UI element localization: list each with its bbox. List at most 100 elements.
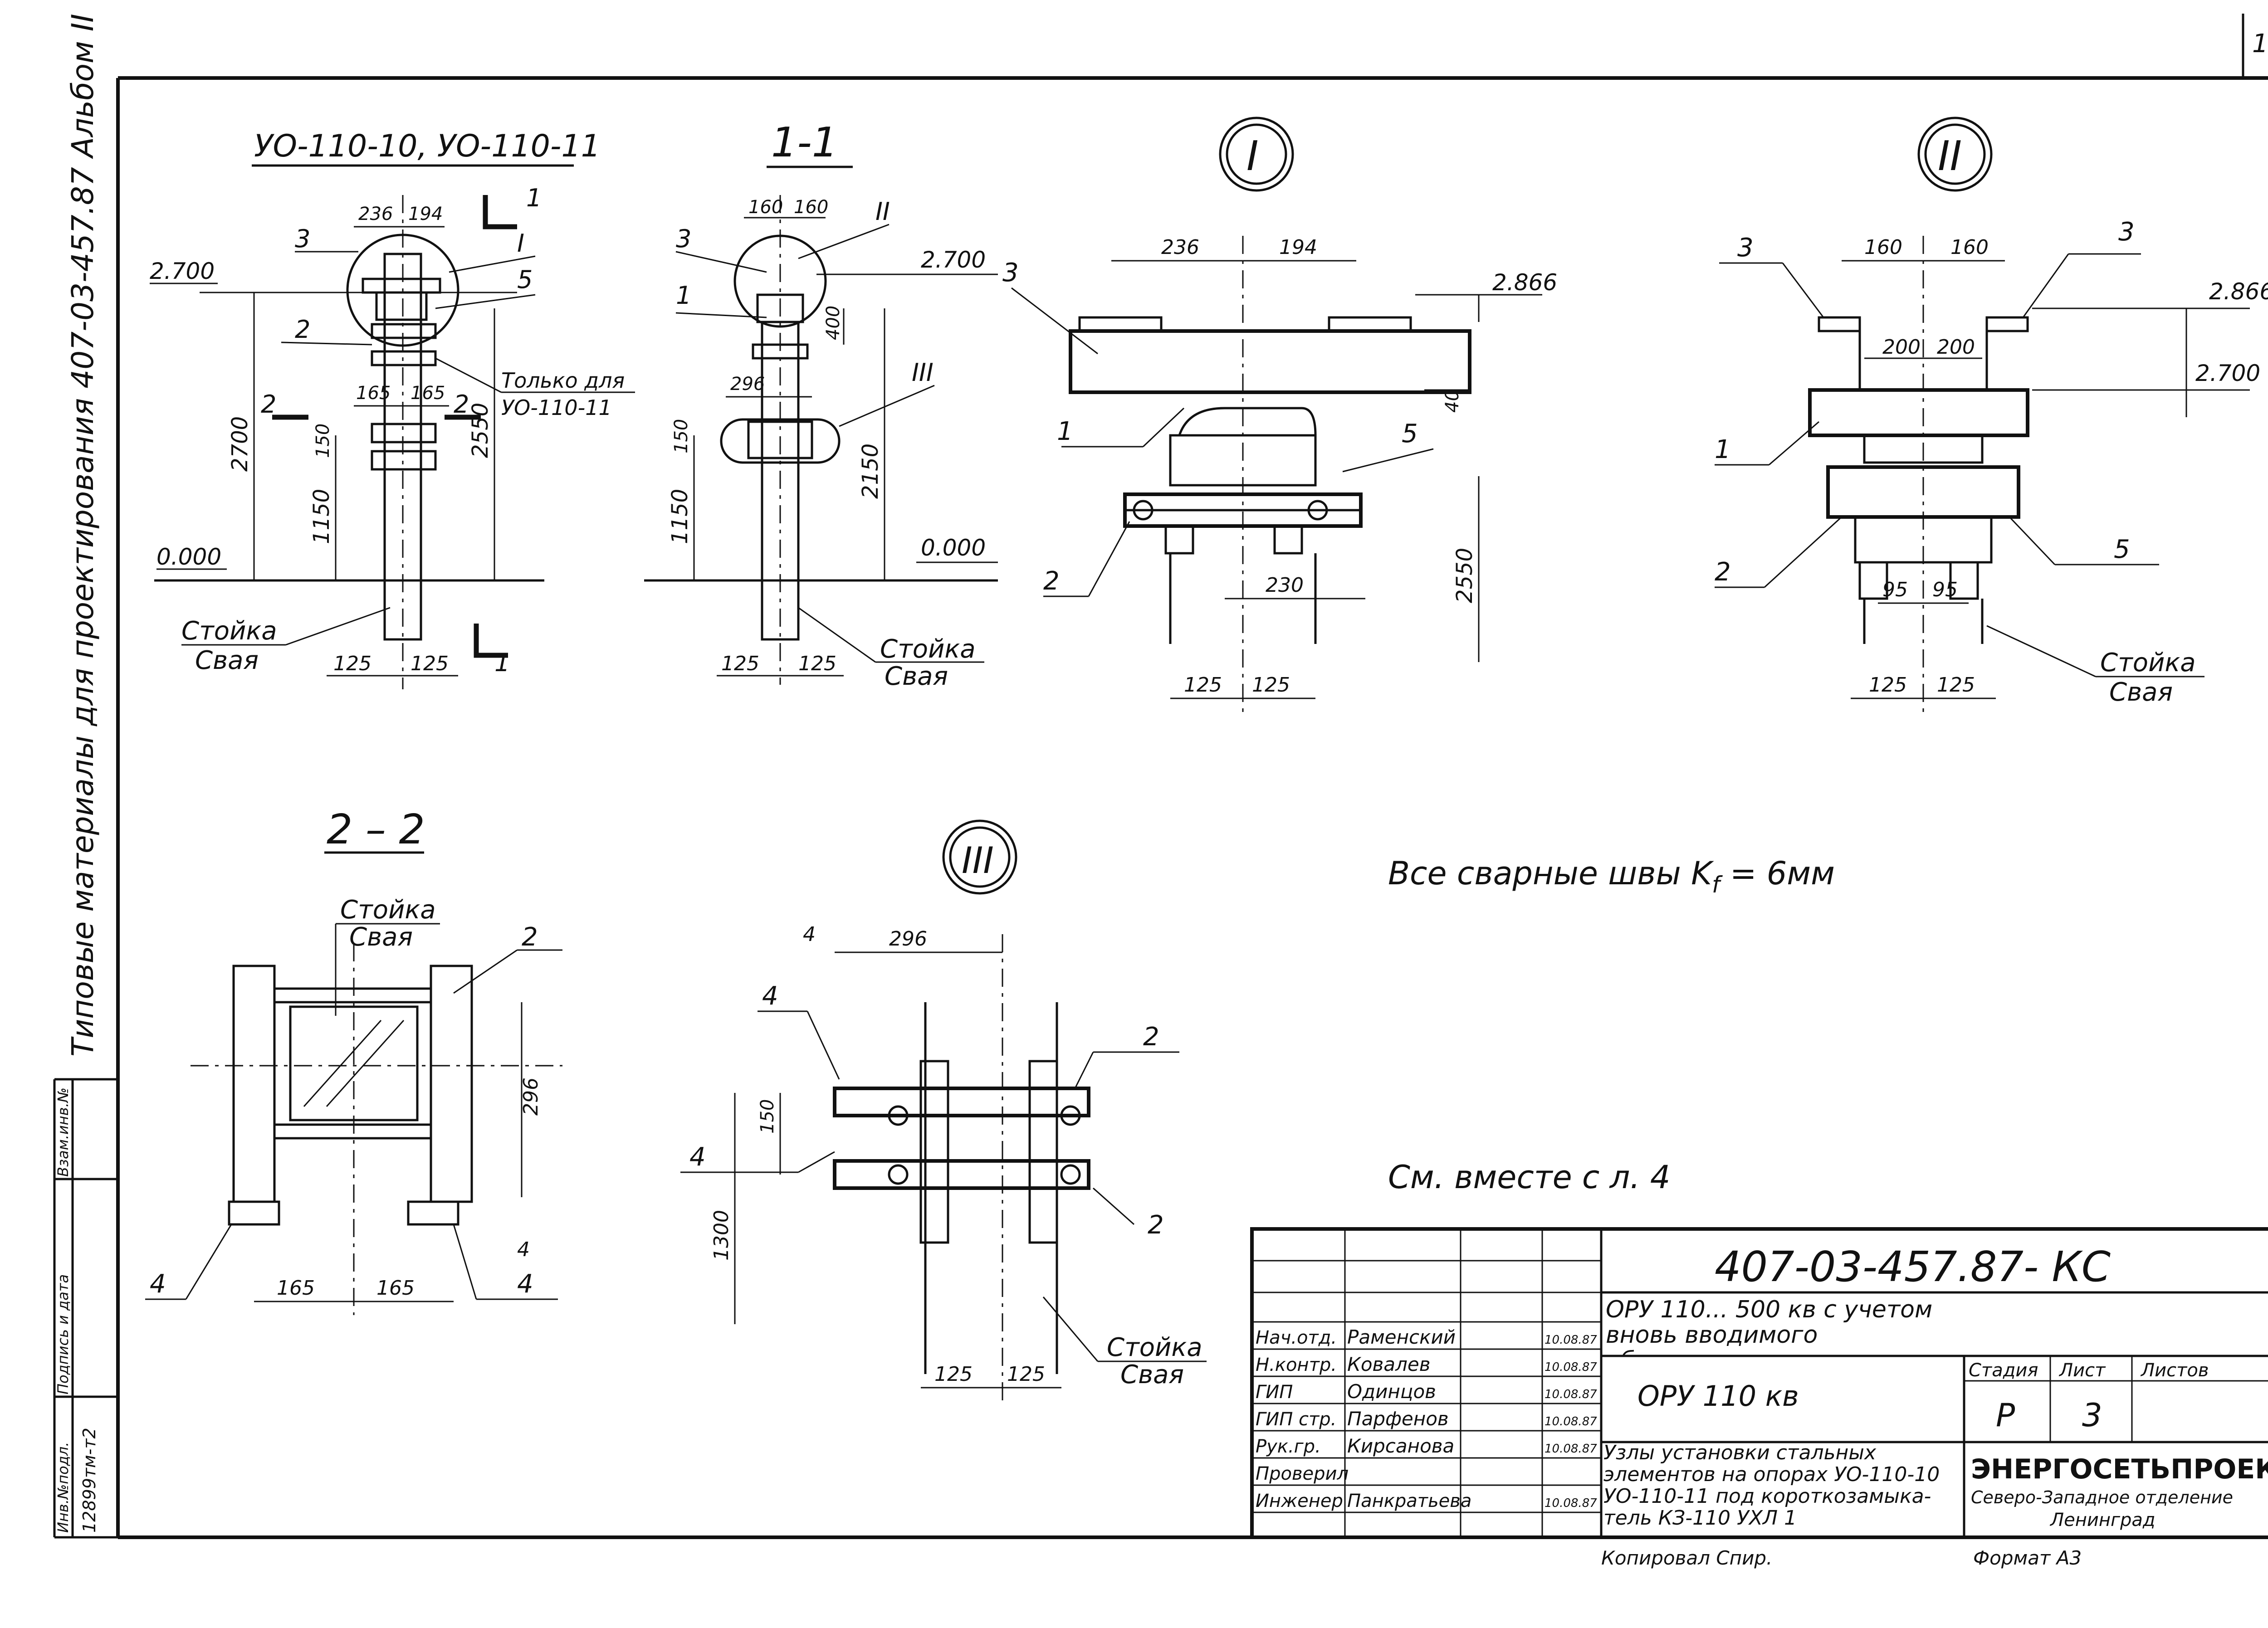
signer-date: 10.08.87 xyxy=(1545,1360,1597,1374)
detail-II-callout-5: 5 xyxy=(2114,535,2130,564)
signer-name: Парфенов xyxy=(1347,1408,1449,1430)
section-mark-1a: 1 xyxy=(526,184,542,212)
level-top-label: 2.700 xyxy=(150,258,215,284)
detail-I-callout-5: 5 xyxy=(1402,419,1418,448)
label-pile: Свая xyxy=(195,646,259,675)
signer-row: ГИП Одинцов 10.08.87 xyxy=(1256,1380,1597,1403)
signer-role: ГИП стр. xyxy=(1256,1409,1336,1430)
level-ground-label: 0.000 xyxy=(156,544,221,570)
title-object: ОРУ 110 кв xyxy=(1637,1379,1799,1413)
detail-II-roman: II xyxy=(1938,132,1962,180)
callout-2: 2 xyxy=(295,315,310,344)
signer-role: Инженер xyxy=(1256,1491,1343,1511)
dim-160b: 160 xyxy=(794,197,828,218)
inv-number: 12899тм-т2 xyxy=(79,1428,99,1533)
detail-II-dim-125a: 125 xyxy=(1869,673,1907,697)
signer-date: 10.08.87 xyxy=(1545,1415,1597,1428)
detail-I-dim-236: 236 xyxy=(1161,236,1199,259)
detail-II-level-mid: 2.700 xyxy=(2195,360,2260,386)
detail-III-callout-4b: 4 xyxy=(689,1142,706,1172)
detail-II-dim-200a: 200 xyxy=(1882,336,1921,359)
inv-label-repl: Взам.инв.№ xyxy=(54,1087,72,1177)
section-22-pile: Свая xyxy=(349,922,413,952)
signer-row: Н.контр. Ковалев 10.08.87 xyxy=(1256,1353,1597,1375)
sheet-frame xyxy=(53,14,2268,1539)
title-project-box: ОРУ 110... 500 кв с учетом вновь вводимо… xyxy=(1606,1297,1932,1356)
detail-II-dim-95a: 95 xyxy=(1882,578,1908,601)
detail-III: III 296 4 150 1300 125 125 4 4 2 2 Стойк… xyxy=(680,819,1207,1406)
detail-II-dim-200b: 200 xyxy=(1937,336,1975,359)
label-post: Стойка xyxy=(181,616,277,646)
view-main-title: УО-110-10, УО-110-11 xyxy=(254,128,601,164)
detail-III-callout-2b: 2 xyxy=(1148,1210,1164,1240)
label-11-post: Стойка xyxy=(880,634,976,664)
signer-name: Ковалев xyxy=(1347,1353,1430,1375)
note-welds-suffix: = 6мм xyxy=(1720,855,1835,892)
dim-296: 296 xyxy=(730,374,765,395)
view-section-1-1: 1-1 160 160 2.700 0.000 400 2150 1150 15… xyxy=(644,119,998,691)
section-mark-2b: 2 xyxy=(454,390,469,419)
dim-11-150: 150 xyxy=(671,419,692,453)
side-margin-text: Типовые материалы для проектирования 407… xyxy=(65,14,100,1057)
detail-III-dim-4: 4 xyxy=(803,923,816,946)
signer-row: Рук.гр. Кирсанова 10.08.87 xyxy=(1256,1435,1597,1457)
signer-name: Раменский xyxy=(1347,1326,1456,1348)
section-22-dim-165a: 165 xyxy=(277,1277,315,1300)
section-mark-2a: 2 xyxy=(261,390,276,419)
note-welds: Все сварные швы Kf = 6мм xyxy=(1388,855,1835,898)
signer-date: 10.08.87 xyxy=(1545,1496,1597,1510)
signer-row: Нач.отд. Раменский 10.08.87 xyxy=(1256,1326,1597,1348)
inv-label-sign: Подпись и дата xyxy=(54,1274,72,1394)
detail-II-dim-125b: 125 xyxy=(1937,673,1975,697)
detail-II-label-pile: Свая xyxy=(2109,678,2173,707)
dim-165a: 165 xyxy=(356,383,391,404)
section-22-post: Стойка xyxy=(340,895,436,925)
detail-III-callout-2a: 2 xyxy=(1143,1022,1159,1052)
title-sheet-box: Узлы установки стальных элементов на опо… xyxy=(1603,1442,1940,1529)
callout-11-III: III xyxy=(912,358,934,387)
detail-I-dim-2550: 2550 xyxy=(1452,548,1477,603)
signer-name: Одинцов xyxy=(1347,1380,1436,1403)
callout-11-1: 1 xyxy=(676,281,691,310)
section-22-dim-4a: 4 xyxy=(517,1238,530,1261)
format: Формат А3 xyxy=(1973,1547,2082,1569)
dim-236: 236 xyxy=(358,204,393,224)
signer-date: 10.08.87 xyxy=(1545,1333,1597,1347)
dim-125a: 125 xyxy=(333,652,371,675)
callout-I: I xyxy=(517,229,524,258)
section-mark-1b: 1 xyxy=(494,648,510,677)
dim-150: 150 xyxy=(313,424,333,458)
note-only: Только для xyxy=(501,368,625,393)
section-22-title: 2 – 2 xyxy=(327,806,425,853)
note-see-also: См. вместе с л. 4 xyxy=(1388,1159,1670,1196)
signer-role: ГИП xyxy=(1256,1382,1293,1403)
level-11-ground: 0.000 xyxy=(921,535,986,561)
section-22-dim-165b: 165 xyxy=(376,1277,415,1300)
detail-II-callout-2: 2 xyxy=(1715,557,1731,587)
dim-165b: 165 xyxy=(411,383,445,404)
title-block: 407-03-457.87- КС ОРУ 110... 500 кв с уч… xyxy=(1250,1227,2268,1569)
signer-role: Н.контр. xyxy=(1256,1355,1337,1375)
note-only-model: УО-110-11 xyxy=(501,395,612,420)
detail-III-dim-296: 296 xyxy=(889,927,927,950)
dim-2550: 2550 xyxy=(468,403,493,458)
stage-header: Стадия xyxy=(1969,1360,2038,1381)
detail-I-level: 2.866 xyxy=(1492,269,1557,296)
detail-III-roman: III xyxy=(962,839,994,882)
org-branch: Северо-Западное отделение xyxy=(1971,1487,2233,1507)
label-11-pile: Свая xyxy=(885,662,948,691)
inv-label-orig: Инв.№подл. xyxy=(54,1442,72,1533)
section-22-callout-4b: 4 xyxy=(517,1269,533,1299)
section-2-2: 2 – 2 Стойка Свая 2 296 165 165 4 4 4 xyxy=(145,806,562,1315)
signer-name: Панкратьева xyxy=(1347,1491,1471,1511)
callout-11-II: II xyxy=(875,197,890,226)
detail-I-dim-194: 194 xyxy=(1279,236,1317,259)
signer-role: Нач.отд. xyxy=(1256,1327,1337,1348)
detail-I-dim-125a: 125 xyxy=(1184,673,1222,697)
org-name: ЭНЕРГОСЕТЬПРОЕКТ xyxy=(1971,1453,2268,1485)
detail-II-callout-3b: 3 xyxy=(2118,217,2135,247)
detail-I-dim-230: 230 xyxy=(1266,574,1304,597)
sheet-header: Лист xyxy=(2058,1360,2106,1381)
section-22-callout-4a: 4 xyxy=(150,1269,166,1299)
